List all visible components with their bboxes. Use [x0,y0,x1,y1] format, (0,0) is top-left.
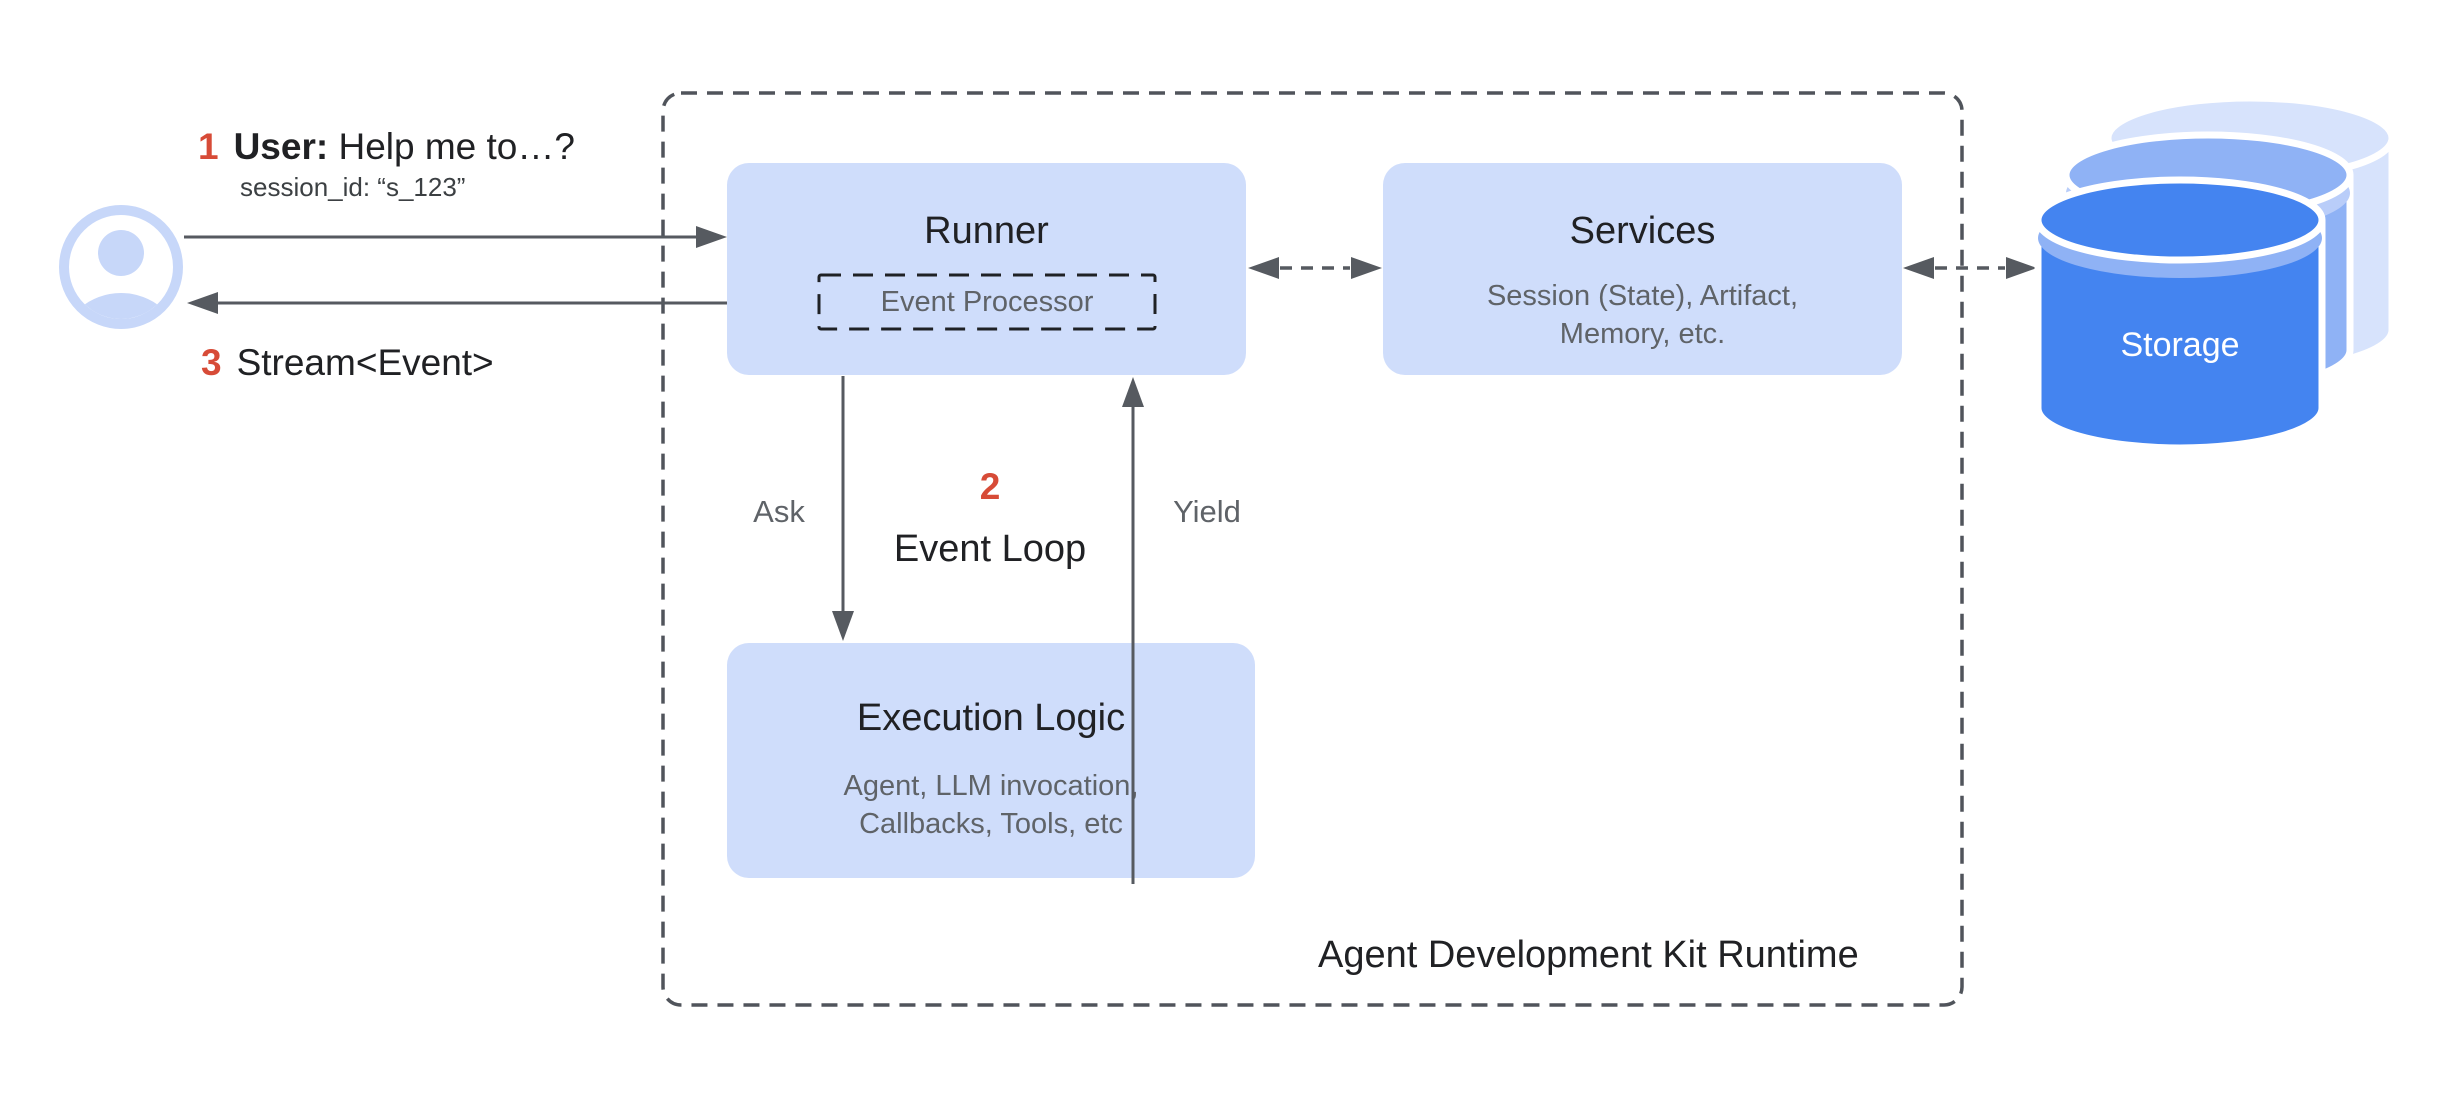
step3-stream-event: 3 Stream<Event> [201,342,494,384]
event-loop-label: Event Loop [893,528,1087,570]
arrow-runner-services [1248,257,1382,279]
event-processor-label: Event Processor [880,285,1094,318]
services-node: Services Session (State), Artifact, Memo… [1383,163,1902,375]
session-id-label: session_id: “s_123” [240,172,466,202]
step2-number: 2 [979,466,1001,507]
execution-logic-node: Execution Logic Agent, LLM invocation, C… [727,643,1255,878]
step1-message: Help me to…? [338,126,575,167]
user-avatar-icon [59,205,183,329]
runner-title: Runner [924,210,1049,252]
execution-logic-subtitle: Agent, LLM invocation, Callbacks, Tools,… [843,770,1139,840]
storage-title: Storage [2120,326,2240,364]
arrow-services-storage [1903,257,2037,279]
arrow-runner-to-user [187,292,727,314]
ask-label: Ask [753,494,805,529]
services-subtitle: Session (State), Artifact, Memory, etc. [1486,280,1799,350]
yield-label: Yield [1173,494,1241,529]
services-title: Services [1569,210,1716,252]
step3-label: Stream<Event> [236,342,494,383]
storage-cylinder-icon [2034,94,2396,452]
runner-node: Runner [727,163,1246,375]
step3-number: 3 [201,342,222,383]
runtime-container-label: Agent Development Kit Runtime [1318,934,1859,976]
step1-number: 1 [198,126,219,167]
step1-user-request: 1 User: Help me to…? [198,126,575,168]
execution-logic-title: Execution Logic [856,697,1126,739]
step1-actor: User: [233,126,329,167]
arrow-user-to-runner [184,226,727,248]
